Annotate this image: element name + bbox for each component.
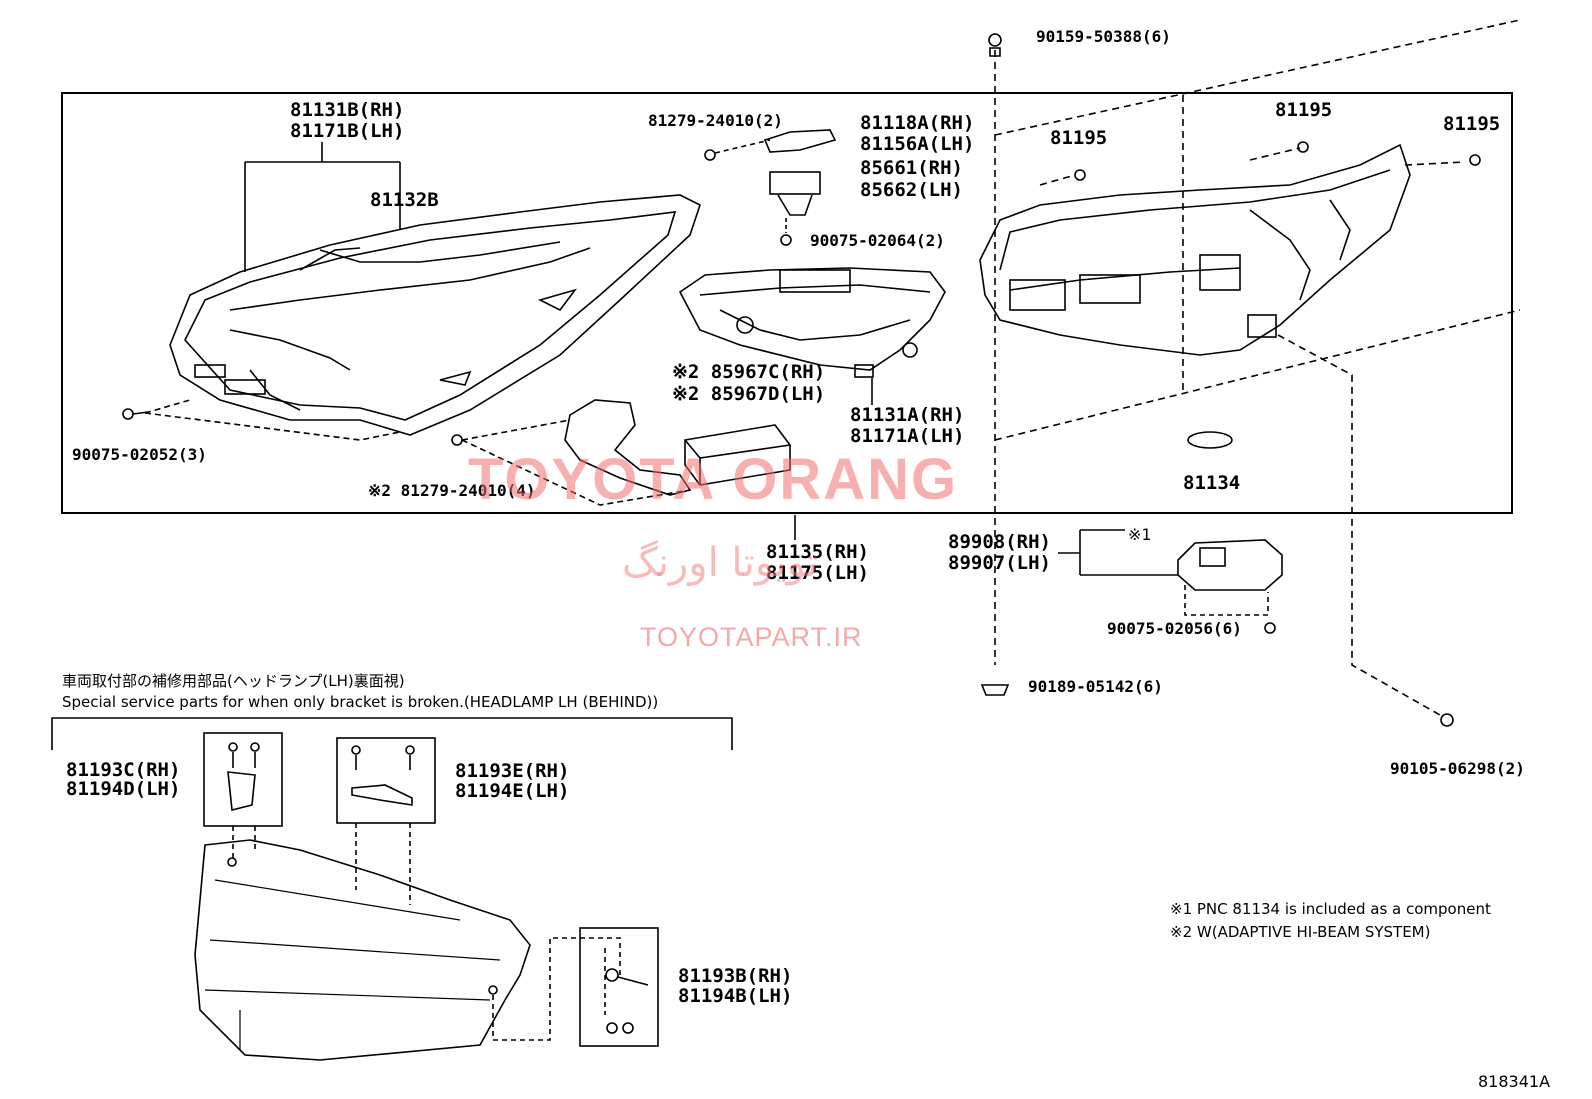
label-81135: 81135(RH): [766, 541, 869, 563]
footnote-1: ※1 PNC 81134 is included as a component: [1170, 900, 1491, 918]
label-90075-02052: 90075-02052(3): [72, 445, 207, 464]
service-frame: [51, 717, 733, 750]
label-81194d: 81194D(LH): [66, 778, 181, 800]
label-85661: 85661(RH): [860, 157, 963, 179]
headlamp-housing-center: [678, 267, 946, 378]
label-90159-50388: 90159-50388(6): [1036, 27, 1171, 46]
leader-81279-bottom: [461, 419, 691, 506]
leader-89908: [1058, 529, 1178, 576]
bracket-81135: [564, 399, 692, 496]
headlamp-lh-behind-lines: [204, 879, 501, 1050]
label-81175: 81175(LH): [766, 562, 869, 584]
bolt-90105: [1440, 713, 1454, 727]
label-89907: 89907(LH): [948, 552, 1051, 574]
service-box-81193e: [336, 737, 436, 824]
footnote-2: ※2 W(ADAPTIVE HI-BEAM SYSTEM): [1170, 923, 1431, 941]
headlamp-lh-behind-outline: [194, 839, 531, 1061]
label-81171a: 81171A(LH): [850, 425, 965, 447]
watermark-brand: TOYOTA ORANG: [468, 447, 959, 512]
label-81193c: 81193C(RH): [66, 759, 181, 781]
label-81132b: 81132B: [370, 189, 439, 211]
watermark-site: TOYOTAPART.IR: [640, 622, 863, 652]
label-85967d: ※2 85967D(LH): [672, 383, 826, 405]
service-box-81193b: [579, 927, 659, 1047]
label-90075-02056: 90075-02056(6): [1107, 619, 1242, 638]
watermark-persian: تویوتا اورنگ: [622, 540, 819, 586]
label-81131b: 81131B(RH): [290, 99, 405, 121]
o-ring-81134: [1187, 431, 1233, 449]
label-90189-05142: 90189-05142(6): [1028, 677, 1163, 696]
small-parts-top: [704, 129, 837, 246]
headlamp-back-body: [979, 143, 1411, 356]
fastener-90189: [980, 684, 1010, 696]
service-box-contents: [227, 742, 649, 1034]
label-81195-right: 81195: [1443, 113, 1501, 135]
label-81134: 81134: [1183, 472, 1241, 494]
label-85967c: ※2 85967C(RH): [672, 361, 826, 383]
diagonal-dash-right: [1277, 334, 1441, 716]
label-81194b: 81194B(LH): [678, 985, 793, 1007]
label-81195-center: 81195: [1275, 99, 1333, 121]
service-title-jp: 車両取付部の補修用部品(ヘッドランプ(LH)裏面視): [62, 672, 405, 690]
label-90105-06298: 90105-06298(2): [1390, 759, 1525, 778]
diagram-ref-code: 818341A: [1478, 1072, 1551, 1091]
service-title-en: Special service parts for when only brac…: [62, 693, 659, 711]
label-81193e: 81193E(RH): [455, 760, 570, 782]
label-90075-02064: 90075-02064(2): [810, 231, 945, 250]
label-89908: 89908(RH): [948, 531, 1051, 553]
label-81118a: 81118A(RH): [860, 112, 975, 134]
label-85662: 85662(LH): [860, 179, 963, 201]
ballast-89908: [1177, 539, 1283, 616]
label-81279-24010-bottom: ※2 81279-24010(4): [368, 481, 536, 500]
label-81195-left: 81195: [1050, 127, 1108, 149]
label-81171b: 81171B(LH): [290, 120, 405, 142]
label-81156a: 81156A(LH): [860, 133, 975, 155]
leader-90075-02052: [144, 399, 401, 441]
label-81279-24010-top: 81279-24010(2): [648, 111, 783, 130]
perspective-lines: [994, 19, 1521, 441]
headlamp-lens-drawing: [169, 194, 701, 436]
module-85967: [684, 424, 791, 486]
label-81193b: 81193B(RH): [678, 965, 793, 987]
label-mark-1: ※1: [1128, 525, 1152, 544]
service-box-81193c: [203, 732, 283, 827]
service-dashes: [232, 823, 621, 1041]
leader-81131b: [244, 142, 401, 272]
label-81131a: 81131A(RH): [850, 404, 965, 426]
label-81194e: 81194E(LH): [455, 780, 570, 802]
main-frame: [61, 92, 1513, 514]
